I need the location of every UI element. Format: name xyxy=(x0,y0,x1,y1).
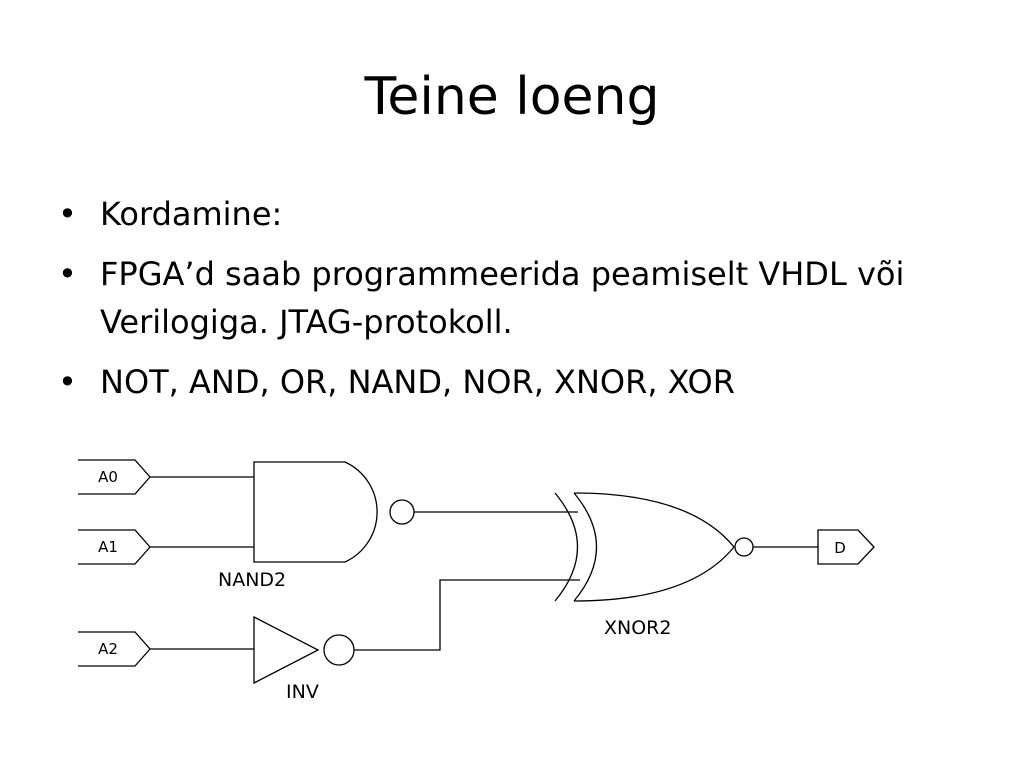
logic-circuit-diagram: A0 A1 A2 NAND2 INV xyxy=(78,459,875,703)
port-label: A0 xyxy=(98,468,118,486)
bullet-item: • NOT, AND, OR, NAND, NOR, XNOR, XOR xyxy=(58,358,978,406)
xnor-bubble xyxy=(734,537,754,557)
xnor-bottom-curve xyxy=(573,546,735,602)
bullet-text: NOT, AND, OR, NAND, NOR, XNOR, XOR xyxy=(100,363,735,401)
port-label: D xyxy=(834,539,846,557)
xnor-back-curve xyxy=(573,492,598,602)
inverter-label: INV xyxy=(286,681,319,703)
bullet-dot: • xyxy=(58,195,77,233)
nand-gate: NAND2 xyxy=(218,461,578,591)
input-port-a2: A2 xyxy=(78,631,254,667)
inverter-body xyxy=(253,615,320,685)
output-port-d: D xyxy=(817,529,875,565)
xnor-top-curve xyxy=(573,492,735,548)
xnor-input-arc xyxy=(554,492,579,602)
nand-bubble xyxy=(389,499,415,525)
bullet-text: Kordamine: xyxy=(100,195,283,233)
bullet-text: FPGA’d saab programmeerida peamiselt VHD… xyxy=(100,255,905,341)
wire xyxy=(354,579,580,651)
inverter-bubble xyxy=(323,634,355,666)
nand-body xyxy=(253,461,378,563)
slide-title: Teine loeng xyxy=(364,67,660,127)
port-label: A1 xyxy=(98,538,118,556)
bullet-dot: • xyxy=(58,363,77,401)
bullet-list: • Kordamine: • FPGA’d saab programmeerid… xyxy=(58,190,978,418)
port-label: A2 xyxy=(98,640,118,658)
xnor-gate: XNOR2 xyxy=(554,492,818,639)
port-shape xyxy=(817,529,875,565)
bullet-item: • Kordamine: xyxy=(58,190,978,238)
input-port-a0: A0 xyxy=(78,459,254,495)
bullet-item: • FPGA’d saab programmeerida peamiselt V… xyxy=(58,250,978,346)
bullet-dot: • xyxy=(58,255,77,293)
nand-label: NAND2 xyxy=(218,569,286,591)
xnor-label: XNOR2 xyxy=(604,617,671,639)
input-port-a1: A1 xyxy=(78,529,254,565)
inverter-gate: INV xyxy=(253,579,580,703)
